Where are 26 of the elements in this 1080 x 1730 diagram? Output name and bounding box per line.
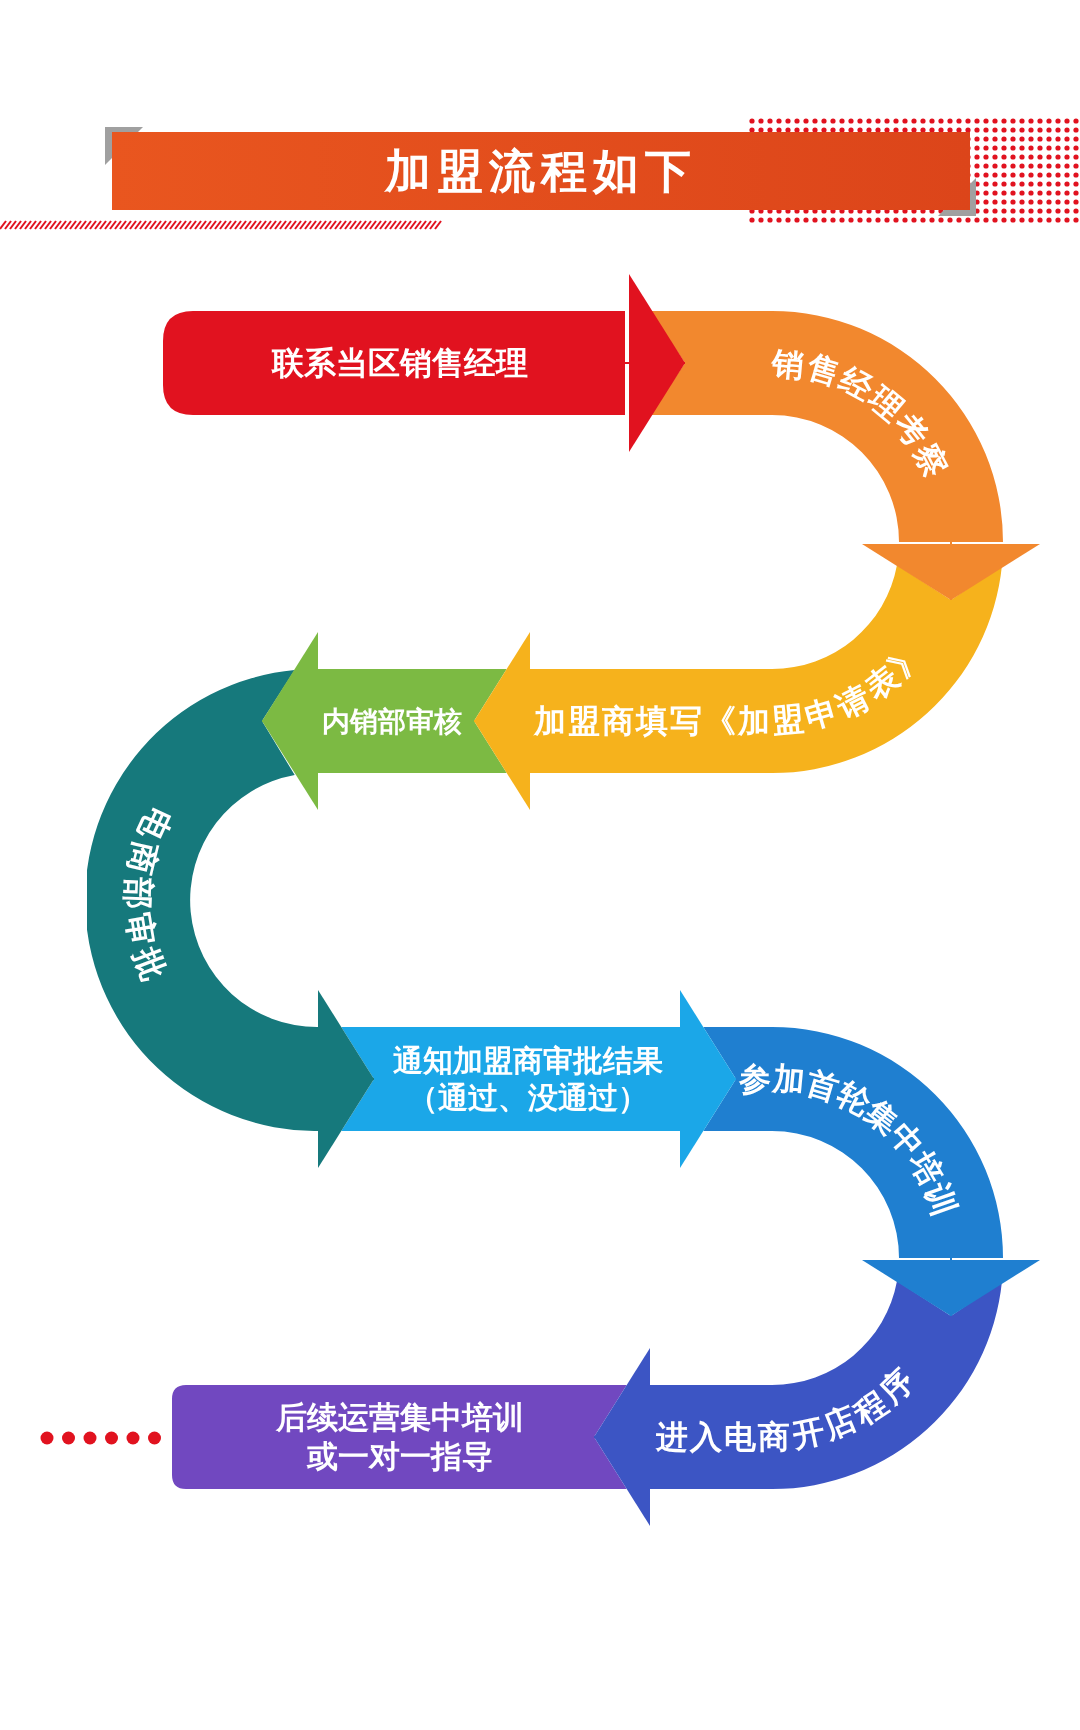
step-label: 通知加盟商审批结果（通过、没通过） bbox=[392, 1041, 664, 1117]
step-label: 后续运营集中培训或一对一指导 bbox=[275, 1398, 525, 1476]
step-label: 联系当区销售经理 bbox=[270, 343, 529, 383]
flow-band bbox=[341, 1027, 680, 1131]
flow-band bbox=[163, 311, 625, 415]
arrow bbox=[679, 990, 737, 1168]
step-label: 内销部审核 bbox=[321, 703, 463, 739]
title-banner: 加盟流程如下 bbox=[112, 132, 970, 210]
step-label: 加盟商填写《加盟申请表》 bbox=[532, 637, 930, 743]
arrow bbox=[862, 541, 1040, 601]
flow-band bbox=[703, 1027, 1003, 1258]
arrow bbox=[593, 1348, 651, 1526]
arrow bbox=[624, 274, 686, 452]
flow-band bbox=[650, 311, 1003, 542]
flow-band bbox=[172, 1385, 627, 1489]
step-label: 进入电商开店程序 bbox=[654, 1363, 920, 1459]
step-label: 销售经理考察 bbox=[769, 342, 955, 484]
arrow bbox=[862, 1257, 1040, 1317]
arrow bbox=[317, 990, 375, 1168]
step-label: 电商部审批 bbox=[117, 800, 178, 988]
arrow bbox=[261, 632, 319, 810]
flow-band bbox=[318, 669, 507, 773]
step-label: 参加首轮集中培训 bbox=[738, 1058, 964, 1222]
flow-band bbox=[87, 669, 318, 1131]
flow-band bbox=[650, 1281, 1003, 1489]
arrow bbox=[473, 632, 531, 810]
